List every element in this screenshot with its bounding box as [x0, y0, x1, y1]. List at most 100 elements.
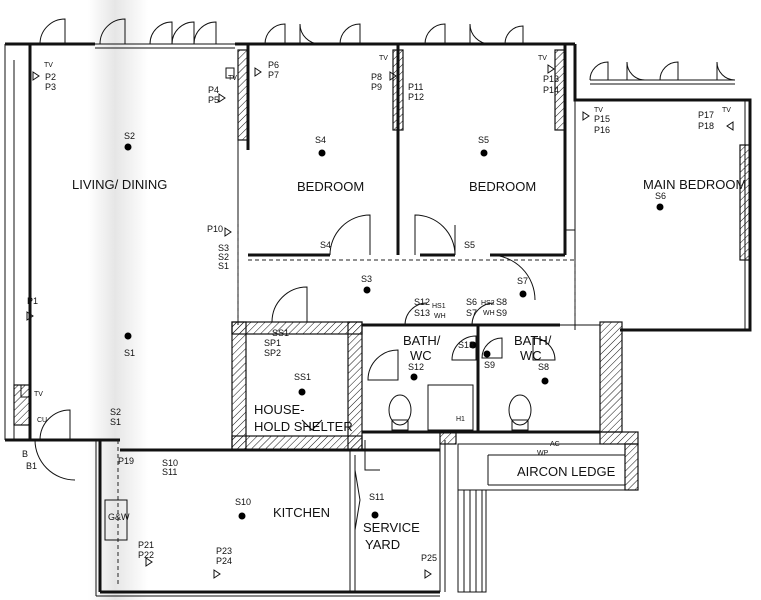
switch-s9-panel: S9 — [496, 308, 507, 318]
point-p25: P25 — [421, 553, 437, 563]
room-labels: LIVING/ DINING BEDROOM BEDROOM MAIN BEDR… — [72, 177, 746, 552]
living-dining-label: LIVING/ DINING — [72, 177, 167, 192]
switch-s8: S8 — [538, 362, 549, 372]
switch-s7: S7 — [517, 276, 528, 286]
point-p22: P22 — [138, 550, 154, 560]
bath1-label-line2: WC — [410, 348, 432, 363]
point-sp1: SP1 — [264, 338, 281, 348]
point-p19: P19 — [118, 456, 134, 466]
point-p10: P10 — [207, 224, 223, 234]
switch-s2-entry: S2 — [110, 407, 121, 417]
aircon-ledge-structure — [457, 443, 639, 491]
point-p9: P9 — [371, 82, 382, 92]
point-p4: P4 — [208, 85, 219, 95]
switch-s11-panel: S11 — [162, 467, 177, 477]
cu-label: CU — [37, 417, 47, 424]
service-yard-label-line1: SERVICE — [363, 520, 420, 535]
gw-label: G&W — [108, 512, 130, 522]
wh1-label: WH — [434, 313, 446, 320]
ac-label: AC — [550, 441, 560, 448]
point-p18: P18 — [698, 121, 714, 131]
bath1-label-line1: BATH/ — [403, 333, 441, 348]
point-p2: P2 — [45, 72, 56, 82]
switch-s4: S4 — [315, 135, 326, 145]
point-p11: P11 — [408, 82, 423, 92]
switch-ss1: SS1 — [294, 372, 311, 382]
tv-label-living: TV — [44, 62, 53, 69]
shelter-label-line2: HOLD SHELTER — [254, 419, 353, 434]
point-p23: P23 — [216, 546, 232, 556]
power-point-labels: P1 P2 P3 P4 P5 P6 P7 P8 P9 P10 P11 P12 P… — [27, 60, 714, 566]
point-p21: P21 — [138, 540, 154, 550]
h1-label: H1 — [456, 416, 465, 423]
shelter-label-line1: HOUSE- — [254, 402, 305, 417]
kitchen-walls — [104, 440, 487, 593]
tv-label-main-bedroom: TV — [594, 107, 603, 114]
tv-label-bedroom2b: TV — [538, 55, 547, 62]
switch-s5-door: S5 — [464, 240, 475, 250]
switch-s11: S11 — [369, 492, 384, 502]
point-p13: P13 — [543, 74, 559, 84]
switch-s12-panel: S12 — [414, 297, 430, 307]
tv-label-bedroom2: TV — [379, 55, 388, 62]
point-p24: P24 — [216, 556, 232, 566]
tv-label-main-bedroom-b: TV — [722, 107, 731, 114]
switch-s1: S1 — [124, 348, 135, 358]
point-p17: P17 — [698, 110, 714, 120]
service-yard-label-line2: YARD — [365, 537, 400, 552]
switch-s6-panel: S6 — [466, 297, 477, 307]
tv-label-entry: TV — [34, 391, 43, 398]
main-bedroom-label: MAIN BEDROOM — [643, 177, 746, 192]
point-p3: P3 — [45, 82, 56, 92]
switch-s10-panel: S10 — [162, 458, 178, 468]
bath2-label-line2: WC — [520, 348, 542, 363]
point-p16: P16 — [594, 125, 610, 135]
switch-s5: S5 — [478, 135, 489, 145]
switch-s6: S6 — [655, 191, 666, 201]
switch-s13: S13 — [458, 340, 474, 350]
wp-label: WP — [537, 450, 549, 457]
kitchen-label: KITCHEN — [273, 505, 330, 520]
point-sp2: SP2 — [264, 348, 281, 358]
bath-walls — [362, 321, 639, 471]
light-points — [124, 143, 664, 520]
switch-s1-entry: S1 — [110, 417, 121, 427]
bath2-label-line1: BATH/ — [514, 333, 552, 348]
switch-s1-panel: S1 — [218, 261, 229, 271]
point-p5: P5 — [208, 95, 219, 105]
aircon-ledge-label: AIRCON LEDGE — [517, 464, 616, 479]
point-p6: P6 — [268, 60, 279, 70]
switch-s13-panel: S13 — [414, 308, 430, 318]
point-p8: P8 — [371, 72, 382, 82]
socket-symbols — [20, 64, 734, 579]
switch-s3-panel: S3 — [218, 243, 229, 253]
point-p1: P1 — [27, 296, 38, 306]
db-label-b: B — [22, 449, 28, 459]
window-casements — [39, 18, 736, 85]
interior-walls — [117, 44, 576, 585]
hs1-label: HS1 — [432, 303, 446, 310]
point-p7: P7 — [268, 70, 279, 80]
point-p14: P14 — [543, 85, 559, 95]
point-p15: P15 — [594, 114, 610, 124]
switch-ss1-sp: SS1 — [272, 328, 289, 338]
door-swings — [34, 214, 575, 481]
switch-labels: S2 S1 S2 S1 S4 S4 S5 S5 S3 S3 S2 S1 S6 S… — [110, 131, 666, 507]
wh2-label: WH — [483, 310, 495, 317]
hs2-label: HS2 — [481, 300, 495, 307]
switch-s12: S12 — [408, 362, 424, 372]
point-p12: P12 — [408, 92, 424, 102]
db-label-b1: B1 — [26, 461, 37, 471]
switch-s7-panel: S7 — [466, 308, 477, 318]
switch-s2: S2 — [124, 131, 135, 141]
switch-s4-door: S4 — [320, 240, 331, 250]
bedroom-2-label: BEDROOM — [469, 179, 536, 194]
bedroom-1-label: BEDROOM — [297, 179, 364, 194]
switch-s8-panel: S8 — [496, 297, 507, 307]
switch-s10: S10 — [235, 497, 251, 507]
switch-s3: S3 — [361, 274, 372, 284]
outer-walls — [4, 42, 752, 597]
household-shelter — [231, 321, 363, 451]
switch-s2-panel: S2 — [218, 252, 229, 262]
